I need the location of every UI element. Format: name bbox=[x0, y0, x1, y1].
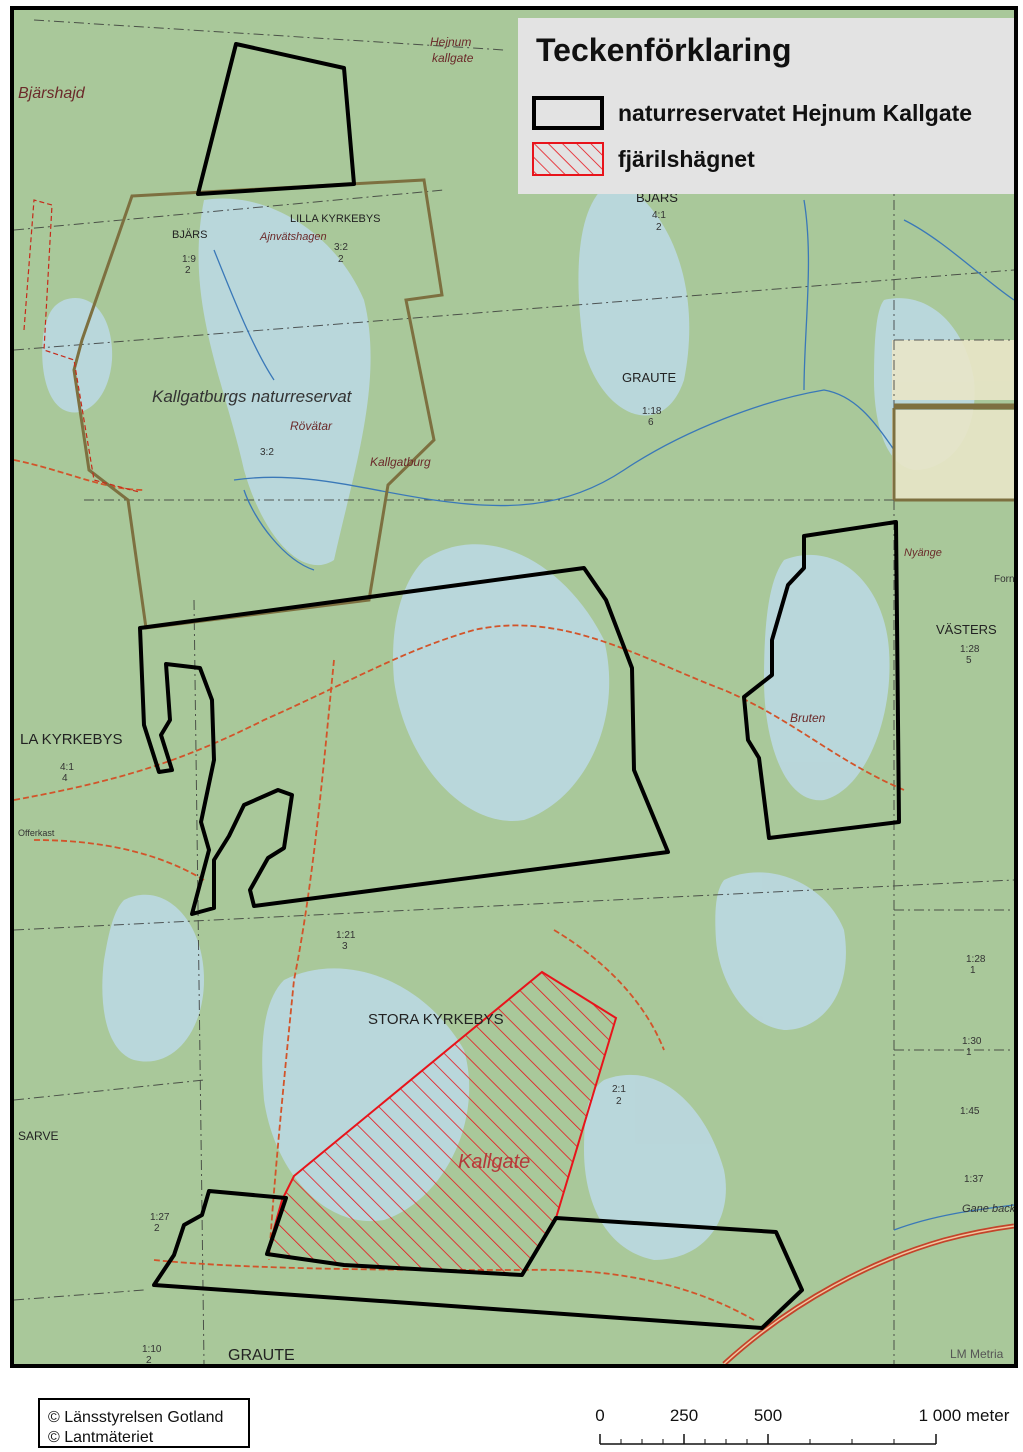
svg-text:5: 5 bbox=[966, 655, 972, 666]
copyright-line-2: © Lantmäteriet bbox=[48, 1429, 154, 1446]
svg-text:STORA KYRKEBYS: STORA KYRKEBYS bbox=[368, 1011, 504, 1028]
legend-item-butterfly: fjärilshägnet bbox=[532, 142, 755, 176]
svg-text:Bjärshajd: Bjärshajd bbox=[18, 85, 86, 102]
municipal-boundary bbox=[23, 199, 140, 493]
svg-text:4:1: 4:1 bbox=[652, 210, 666, 221]
svg-text:VÄSTERS: VÄSTERS bbox=[936, 622, 997, 637]
svg-text:3:2: 3:2 bbox=[334, 242, 348, 253]
svg-text:GRAUTE: GRAUTE bbox=[622, 370, 677, 385]
butterfly-hatch-swatch bbox=[532, 142, 604, 176]
svg-text:6: 6 bbox=[648, 417, 654, 428]
reserve-outline-swatch bbox=[532, 96, 604, 130]
svg-text:2: 2 bbox=[185, 265, 191, 276]
svg-text:1:28: 1:28 bbox=[960, 644, 980, 655]
legend-title: Teckenförklaring bbox=[536, 32, 792, 68]
svg-text:1:30: 1:30 bbox=[962, 1036, 982, 1047]
svg-text:Kallgatburg: Kallgatburg bbox=[370, 455, 431, 469]
svg-text:2: 2 bbox=[656, 222, 662, 233]
hejnum-kallgate-reserve-outline[interactable] bbox=[138, 42, 901, 1330]
svg-text:1:18: 1:18 bbox=[642, 406, 662, 417]
svg-text:1: 1 bbox=[966, 1047, 972, 1058]
svg-text:LILLA KYRKEBYS: LILLA KYRKEBYS bbox=[290, 213, 381, 225]
svg-text:1:27: 1:27 bbox=[150, 1212, 170, 1223]
svg-text:kallgate: kallgate bbox=[432, 51, 474, 65]
svg-text:Rövätar: Rövätar bbox=[290, 419, 333, 433]
svg-text:1: 1 bbox=[970, 965, 976, 976]
svg-text:BJÄRS: BJÄRS bbox=[172, 229, 207, 241]
scale-label-250: 250 bbox=[669, 1406, 699, 1425]
svg-text:Kallgatburgs naturreservat: Kallgatburgs naturreservat bbox=[152, 387, 353, 406]
svg-text:2:1: 2:1 bbox=[612, 1084, 626, 1095]
svg-text:Gane back: Gane back bbox=[962, 1203, 1014, 1215]
svg-text:Nyänge: Nyänge bbox=[904, 547, 942, 559]
scale-label-1000: 1 000 meter bbox=[918, 1406, 1010, 1425]
svg-text:4: 4 bbox=[62, 773, 68, 784]
legend-item-reserve: naturreservatet Hejnum Kallgate bbox=[532, 96, 972, 130]
svg-text:LM Metria: LM Metria bbox=[950, 1347, 1004, 1361]
svg-text:1:45: 1:45 bbox=[960, 1106, 980, 1117]
svg-text:2: 2 bbox=[616, 1096, 622, 1107]
svg-text:1:10: 1:10 bbox=[142, 1344, 162, 1355]
scale-label-500: 500 bbox=[753, 1406, 783, 1425]
svg-text:3: 3 bbox=[342, 941, 348, 952]
svg-text:Bruten: Bruten bbox=[790, 711, 826, 725]
scale-bar-ruler bbox=[599, 1434, 937, 1445]
legend-label-butterfly: fjärilshägnet bbox=[618, 145, 755, 172]
svg-text:2: 2 bbox=[338, 254, 344, 265]
svg-text:4:1: 4:1 bbox=[60, 762, 74, 773]
scale-label-0: 0 bbox=[595, 1406, 605, 1425]
svg-text:Ajnvätshagen: Ajnvätshagen bbox=[259, 231, 327, 243]
svg-text:3:2: 3:2 bbox=[260, 447, 274, 458]
svg-text:1:37: 1:37 bbox=[964, 1174, 984, 1185]
svg-text:1:9: 1:9 bbox=[182, 254, 196, 265]
scale-bar: 0 250 500 1 000 meter bbox=[590, 1400, 1010, 1450]
map-canvas[interactable]: Hejnum kallgate Bjärshajd BJÄRS 4:1 2 LI… bbox=[14, 10, 1014, 1364]
streams bbox=[213, 199, 1014, 1231]
svg-text:Fornbo: Fornbo bbox=[994, 574, 1014, 585]
copyright-box: © Länsstyrelsen Gotland © Lantmäteriet bbox=[38, 1398, 250, 1448]
svg-text:2: 2 bbox=[154, 1223, 160, 1234]
property-lines bbox=[14, 19, 1014, 1364]
svg-text:Offerkast: Offerkast bbox=[18, 828, 55, 838]
svg-text:Kallgate: Kallgate bbox=[458, 1151, 530, 1173]
svg-text:1:28: 1:28 bbox=[966, 954, 986, 965]
svg-text:LA KYRKEBYS: LA KYRKEBYS bbox=[20, 731, 123, 748]
map-frame[interactable]: Hejnum kallgate Bjärshajd BJÄRS 4:1 2 LI… bbox=[10, 6, 1018, 1368]
copyright-line-1: © Länsstyrelsen Gotland bbox=[48, 1409, 224, 1426]
open-fields bbox=[892, 340, 1014, 500]
svg-text:2: 2 bbox=[146, 1355, 152, 1364]
svg-text:SARVE: SARVE bbox=[18, 1129, 58, 1143]
svg-text:Hejnum: Hejnum bbox=[430, 35, 471, 49]
map-legend: Teckenförklaring naturreservatet Hejnum … bbox=[518, 18, 1014, 194]
kallgatburgs-reserve-outline bbox=[72, 178, 444, 630]
legend-label-reserve: naturreservatet Hejnum Kallgate bbox=[618, 99, 973, 126]
svg-text:1:21: 1:21 bbox=[336, 930, 356, 941]
map-labels: Hejnum kallgate Bjärshajd BJÄRS 4:1 2 LI… bbox=[18, 35, 1014, 1364]
svg-text:GRAUTE: GRAUTE bbox=[228, 1347, 295, 1364]
